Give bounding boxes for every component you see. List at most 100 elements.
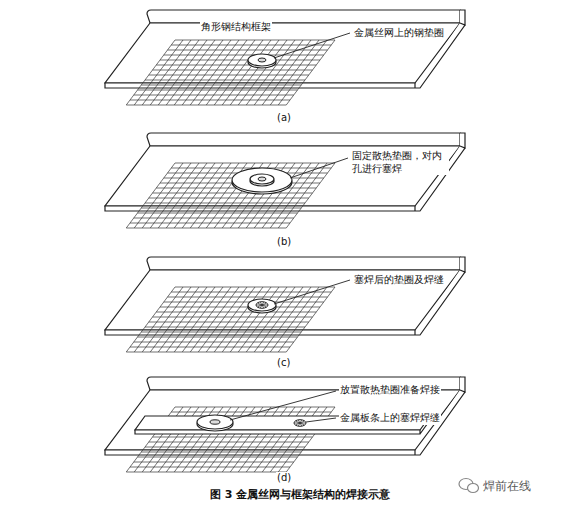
mesh-wire bbox=[126, 40, 175, 105]
panel-c bbox=[105, 257, 465, 352]
frame-label: 角形钢结构框架 bbox=[200, 21, 272, 34]
mesh-wire bbox=[230, 287, 279, 352]
mesh-wire bbox=[166, 163, 215, 228]
mesh-wire bbox=[230, 40, 279, 105]
panel-b bbox=[105, 133, 465, 228]
mesh-wire bbox=[142, 287, 191, 352]
mesh-wire bbox=[150, 163, 199, 228]
mesh-wire bbox=[134, 163, 183, 228]
angle-frame-wall bbox=[147, 257, 460, 270]
mesh-wire bbox=[158, 40, 207, 105]
mesh-wire bbox=[278, 40, 327, 105]
watermark-icon bbox=[459, 479, 479, 493]
washer-hole bbox=[258, 177, 266, 181]
mesh-wire bbox=[142, 40, 191, 105]
mesh-wire bbox=[134, 40, 183, 105]
mesh-wire bbox=[286, 40, 335, 105]
weld-ripple bbox=[300, 423, 302, 426]
mesh-wire bbox=[174, 163, 223, 228]
leader-line bbox=[230, 391, 336, 420]
mesh-wire bbox=[198, 287, 247, 352]
panel-label: (a) bbox=[276, 112, 292, 125]
mesh-wire bbox=[198, 40, 247, 105]
leader-line bbox=[306, 418, 336, 422]
mesh-wire bbox=[246, 287, 295, 352]
washer-hole bbox=[258, 58, 266, 62]
mesh-wire bbox=[190, 163, 239, 228]
plug-weld bbox=[256, 302, 268, 309]
mesh-wire bbox=[214, 40, 263, 105]
mesh-wire bbox=[126, 163, 175, 228]
plug-weld bbox=[294, 420, 306, 427]
wire-mesh bbox=[126, 40, 335, 105]
mesh-wire bbox=[174, 287, 223, 352]
mesh-wire bbox=[254, 40, 303, 105]
leader-line bbox=[274, 33, 350, 58]
angle-frame-edge bbox=[105, 10, 465, 88]
mesh-wire bbox=[190, 40, 239, 105]
wire-mesh bbox=[126, 287, 335, 352]
mesh-wire bbox=[182, 40, 231, 105]
mesh-wire bbox=[270, 287, 319, 352]
mesh-wire bbox=[262, 40, 311, 105]
mesh-wire bbox=[222, 40, 271, 105]
weld-ripple bbox=[262, 303, 266, 305]
callout-label: 金属丝网上的钢垫圈 bbox=[353, 27, 445, 40]
callout-label: 放置散热垫圈准备焊接 bbox=[339, 384, 441, 397]
angle-frame-wall bbox=[147, 10, 460, 23]
mesh-wire bbox=[182, 287, 231, 352]
mesh-wire bbox=[214, 287, 263, 352]
angle-frame-wall bbox=[147, 133, 460, 146]
mesh-wire bbox=[158, 287, 207, 352]
panel-label: (c) bbox=[276, 357, 291, 370]
mesh-wire bbox=[286, 163, 335, 228]
weld-ripple bbox=[260, 302, 262, 305]
angle-frame-flange bbox=[105, 23, 460, 83]
watermark: 焊前在线 bbox=[482, 479, 532, 494]
angle-frame-flange bbox=[105, 146, 460, 206]
mesh-wire bbox=[126, 287, 175, 352]
callout-label: 固定散热垫圈，对内孔进行塞焊 bbox=[351, 150, 449, 175]
mesh-wire bbox=[150, 287, 199, 352]
mesh-wire bbox=[238, 287, 287, 352]
mesh-wire bbox=[222, 287, 271, 352]
figure-caption: 图 3 金属丝网与框架结构的焊接示意 bbox=[210, 487, 390, 502]
mesh-wire bbox=[278, 287, 327, 352]
leader-line bbox=[290, 158, 348, 178]
weld-bead bbox=[294, 420, 306, 427]
panel-label: (d) bbox=[276, 472, 292, 485]
panel-d bbox=[105, 377, 465, 472]
mesh-wire bbox=[238, 40, 287, 105]
washer-hole bbox=[210, 420, 220, 424]
mesh-wire bbox=[206, 40, 255, 105]
mesh-wire bbox=[270, 40, 319, 105]
leader-line bbox=[274, 280, 350, 304]
mesh-wire bbox=[166, 287, 215, 352]
steel-washer bbox=[248, 54, 276, 66]
wire-mesh bbox=[126, 163, 335, 228]
mesh-wire bbox=[134, 287, 183, 352]
mesh-wire bbox=[286, 287, 335, 352]
angle-frame-flange bbox=[105, 270, 460, 330]
weld-ripple bbox=[262, 305, 264, 308]
callout-label: 塞焊后的垫圈及焊缝 bbox=[353, 274, 445, 287]
steel-washer bbox=[250, 174, 274, 184]
mesh-wire bbox=[142, 163, 191, 228]
callout-label: 金属板条上的塞焊焊缝 bbox=[339, 412, 441, 425]
watermark-bubble bbox=[468, 484, 479, 493]
panel-label: (b) bbox=[276, 236, 292, 249]
mesh-wire bbox=[262, 287, 311, 352]
heat-sink-washer bbox=[232, 168, 292, 192]
steel-washer bbox=[248, 299, 276, 311]
mesh-wire bbox=[166, 40, 215, 105]
weld-bead bbox=[256, 302, 268, 309]
angle-frame-edge bbox=[105, 377, 465, 455]
mesh-wire bbox=[246, 40, 295, 105]
weld-ripple bbox=[298, 420, 300, 423]
angle-frame-edge bbox=[105, 133, 465, 211]
mesh-wire bbox=[206, 287, 255, 352]
weld-ripple bbox=[300, 421, 304, 423]
mesh-wire bbox=[158, 163, 207, 228]
